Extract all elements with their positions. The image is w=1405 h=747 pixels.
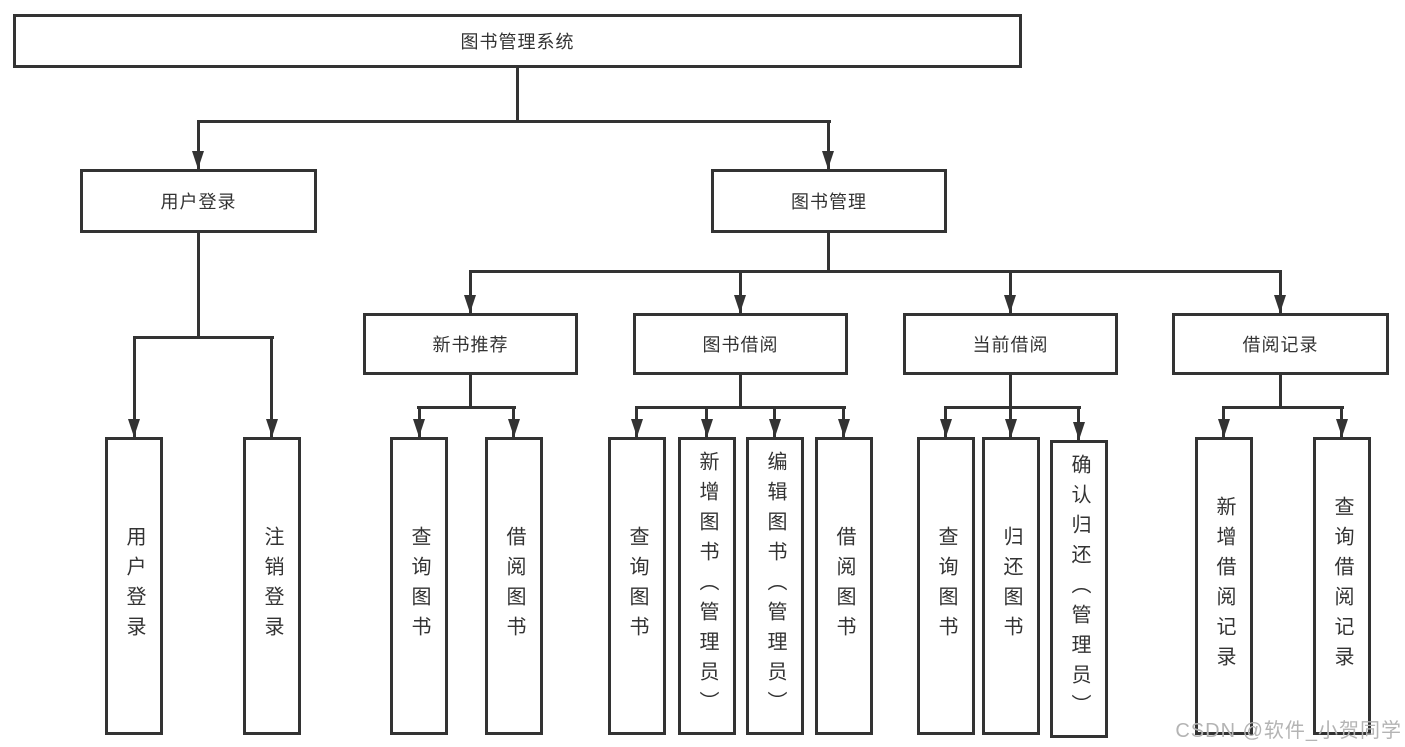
connector-new-book-recommend-stem — [469, 375, 472, 407]
arrow-down-icon — [940, 419, 952, 437]
node-label: 借阅图书 — [833, 526, 855, 646]
connector-level1-bar — [197, 120, 831, 123]
arrow-down-icon — [1336, 419, 1348, 437]
connector-book-borrow-stem — [739, 375, 742, 407]
connector-drop-borrow-records — [1279, 270, 1282, 313]
node-label: 新增图书（管理员） — [696, 451, 718, 721]
leaf-user-login: 用户登录 — [105, 437, 163, 735]
node-label: 借阅记录 — [1242, 335, 1319, 355]
arrow-down-icon — [1274, 295, 1286, 313]
node-book-management: 图书管理 — [711, 169, 947, 233]
leaf-query-books-borrow: 查询图书 — [608, 437, 666, 735]
arrow-down-icon — [192, 151, 204, 169]
leaf-add-books-admin: 新增图书（管理员） — [678, 437, 736, 735]
arrow-down-icon — [822, 151, 834, 169]
arrow-down-icon — [734, 295, 746, 313]
leaf-query-borrow-record: 查询借阅记录 — [1313, 437, 1371, 735]
arrow-down-icon — [1218, 419, 1230, 437]
leaf-query-books-current: 查询图书 — [917, 437, 975, 735]
node-label: 归还图书 — [1000, 526, 1022, 646]
arrow-down-icon — [701, 419, 713, 437]
node-label: 图书管理 — [791, 192, 867, 212]
arrow-down-icon — [508, 419, 520, 437]
node-new-book-recommend: 新书推荐 — [363, 313, 578, 375]
connector-drop-new-book-recommend — [469, 270, 472, 313]
leaf-add-borrow-record: 新增借阅记录 — [1195, 437, 1253, 735]
arrow-down-icon — [838, 419, 850, 437]
connector-current-borrow-bar — [944, 406, 1081, 409]
node-book-borrow: 图书借阅 — [633, 313, 848, 375]
arrow-down-icon — [631, 419, 643, 437]
csdn-watermark: CSDN @软件_小贺同学 — [1175, 720, 1402, 742]
arrow-down-icon — [464, 295, 476, 313]
node-label: 查询图书 — [626, 526, 648, 646]
arrow-down-icon — [1004, 295, 1016, 313]
arrow-down-icon — [128, 419, 140, 437]
connector-borrow-records-bar — [1222, 406, 1344, 409]
connector-book-management-stem — [827, 233, 830, 271]
node-label: 图书管理系统 — [460, 32, 575, 52]
node-user-login: 用户登录 — [80, 169, 317, 233]
node-label: 确认归还（管理员） — [1068, 454, 1090, 724]
arrow-down-icon — [769, 419, 781, 437]
leaf-edit-books-admin: 编辑图书（管理员） — [746, 437, 804, 735]
node-label: 编辑图书（管理员） — [764, 451, 786, 721]
leaf-logout: 注销登录 — [243, 437, 301, 735]
leaf-borrow-books-recommend: 借阅图书 — [485, 437, 543, 735]
connector-level2-bar — [469, 270, 1281, 273]
connector-book-borrow-bar — [635, 406, 846, 409]
node-label: 借阅图书 — [503, 526, 525, 646]
arrow-down-icon — [413, 419, 425, 437]
connector-drop-book-management — [827, 120, 830, 169]
connector-user-login-bar — [133, 336, 274, 339]
node-label: 查询图书 — [408, 526, 430, 646]
leaf-confirm-return-admin: 确认归还（管理员） — [1050, 440, 1108, 738]
node-label: 当前借阅 — [972, 335, 1049, 355]
connector-user-login-stem — [197, 233, 200, 336]
connector-drop-leaf-user-login — [133, 336, 136, 437]
node-label: 用户登录 — [123, 526, 145, 646]
node-current-borrow: 当前借阅 — [903, 313, 1118, 375]
arrow-down-icon — [1073, 422, 1085, 440]
connector-drop-user-login — [197, 120, 200, 169]
connector-new-book-recommend-bar — [417, 406, 516, 409]
node-label: 查询图书 — [935, 526, 957, 646]
connector-drop-current-borrow — [1009, 270, 1012, 313]
node-library-management-system: 图书管理系统 — [13, 14, 1022, 68]
connector-root-stem — [516, 68, 519, 121]
node-label: 查询借阅记录 — [1331, 496, 1353, 676]
node-label: 新增借阅记录 — [1213, 496, 1235, 676]
leaf-query-books-recommend: 查询图书 — [390, 437, 448, 735]
node-label: 图书借阅 — [702, 335, 779, 355]
node-label: 新书推荐 — [432, 335, 509, 355]
connector-borrow-records-stem — [1279, 375, 1282, 407]
node-borrow-records: 借阅记录 — [1172, 313, 1389, 375]
leaf-return-books: 归还图书 — [982, 437, 1040, 735]
node-label: 用户登录 — [160, 192, 237, 212]
arrow-down-icon — [1005, 419, 1017, 437]
leaf-borrow-books: 借阅图书 — [815, 437, 873, 735]
connector-current-borrow-stem — [1009, 375, 1012, 407]
arrow-down-icon — [266, 419, 278, 437]
connector-drop-book-borrow — [739, 270, 742, 313]
connector-drop-leaf-logout — [270, 336, 273, 437]
node-label: 注销登录 — [261, 526, 283, 646]
